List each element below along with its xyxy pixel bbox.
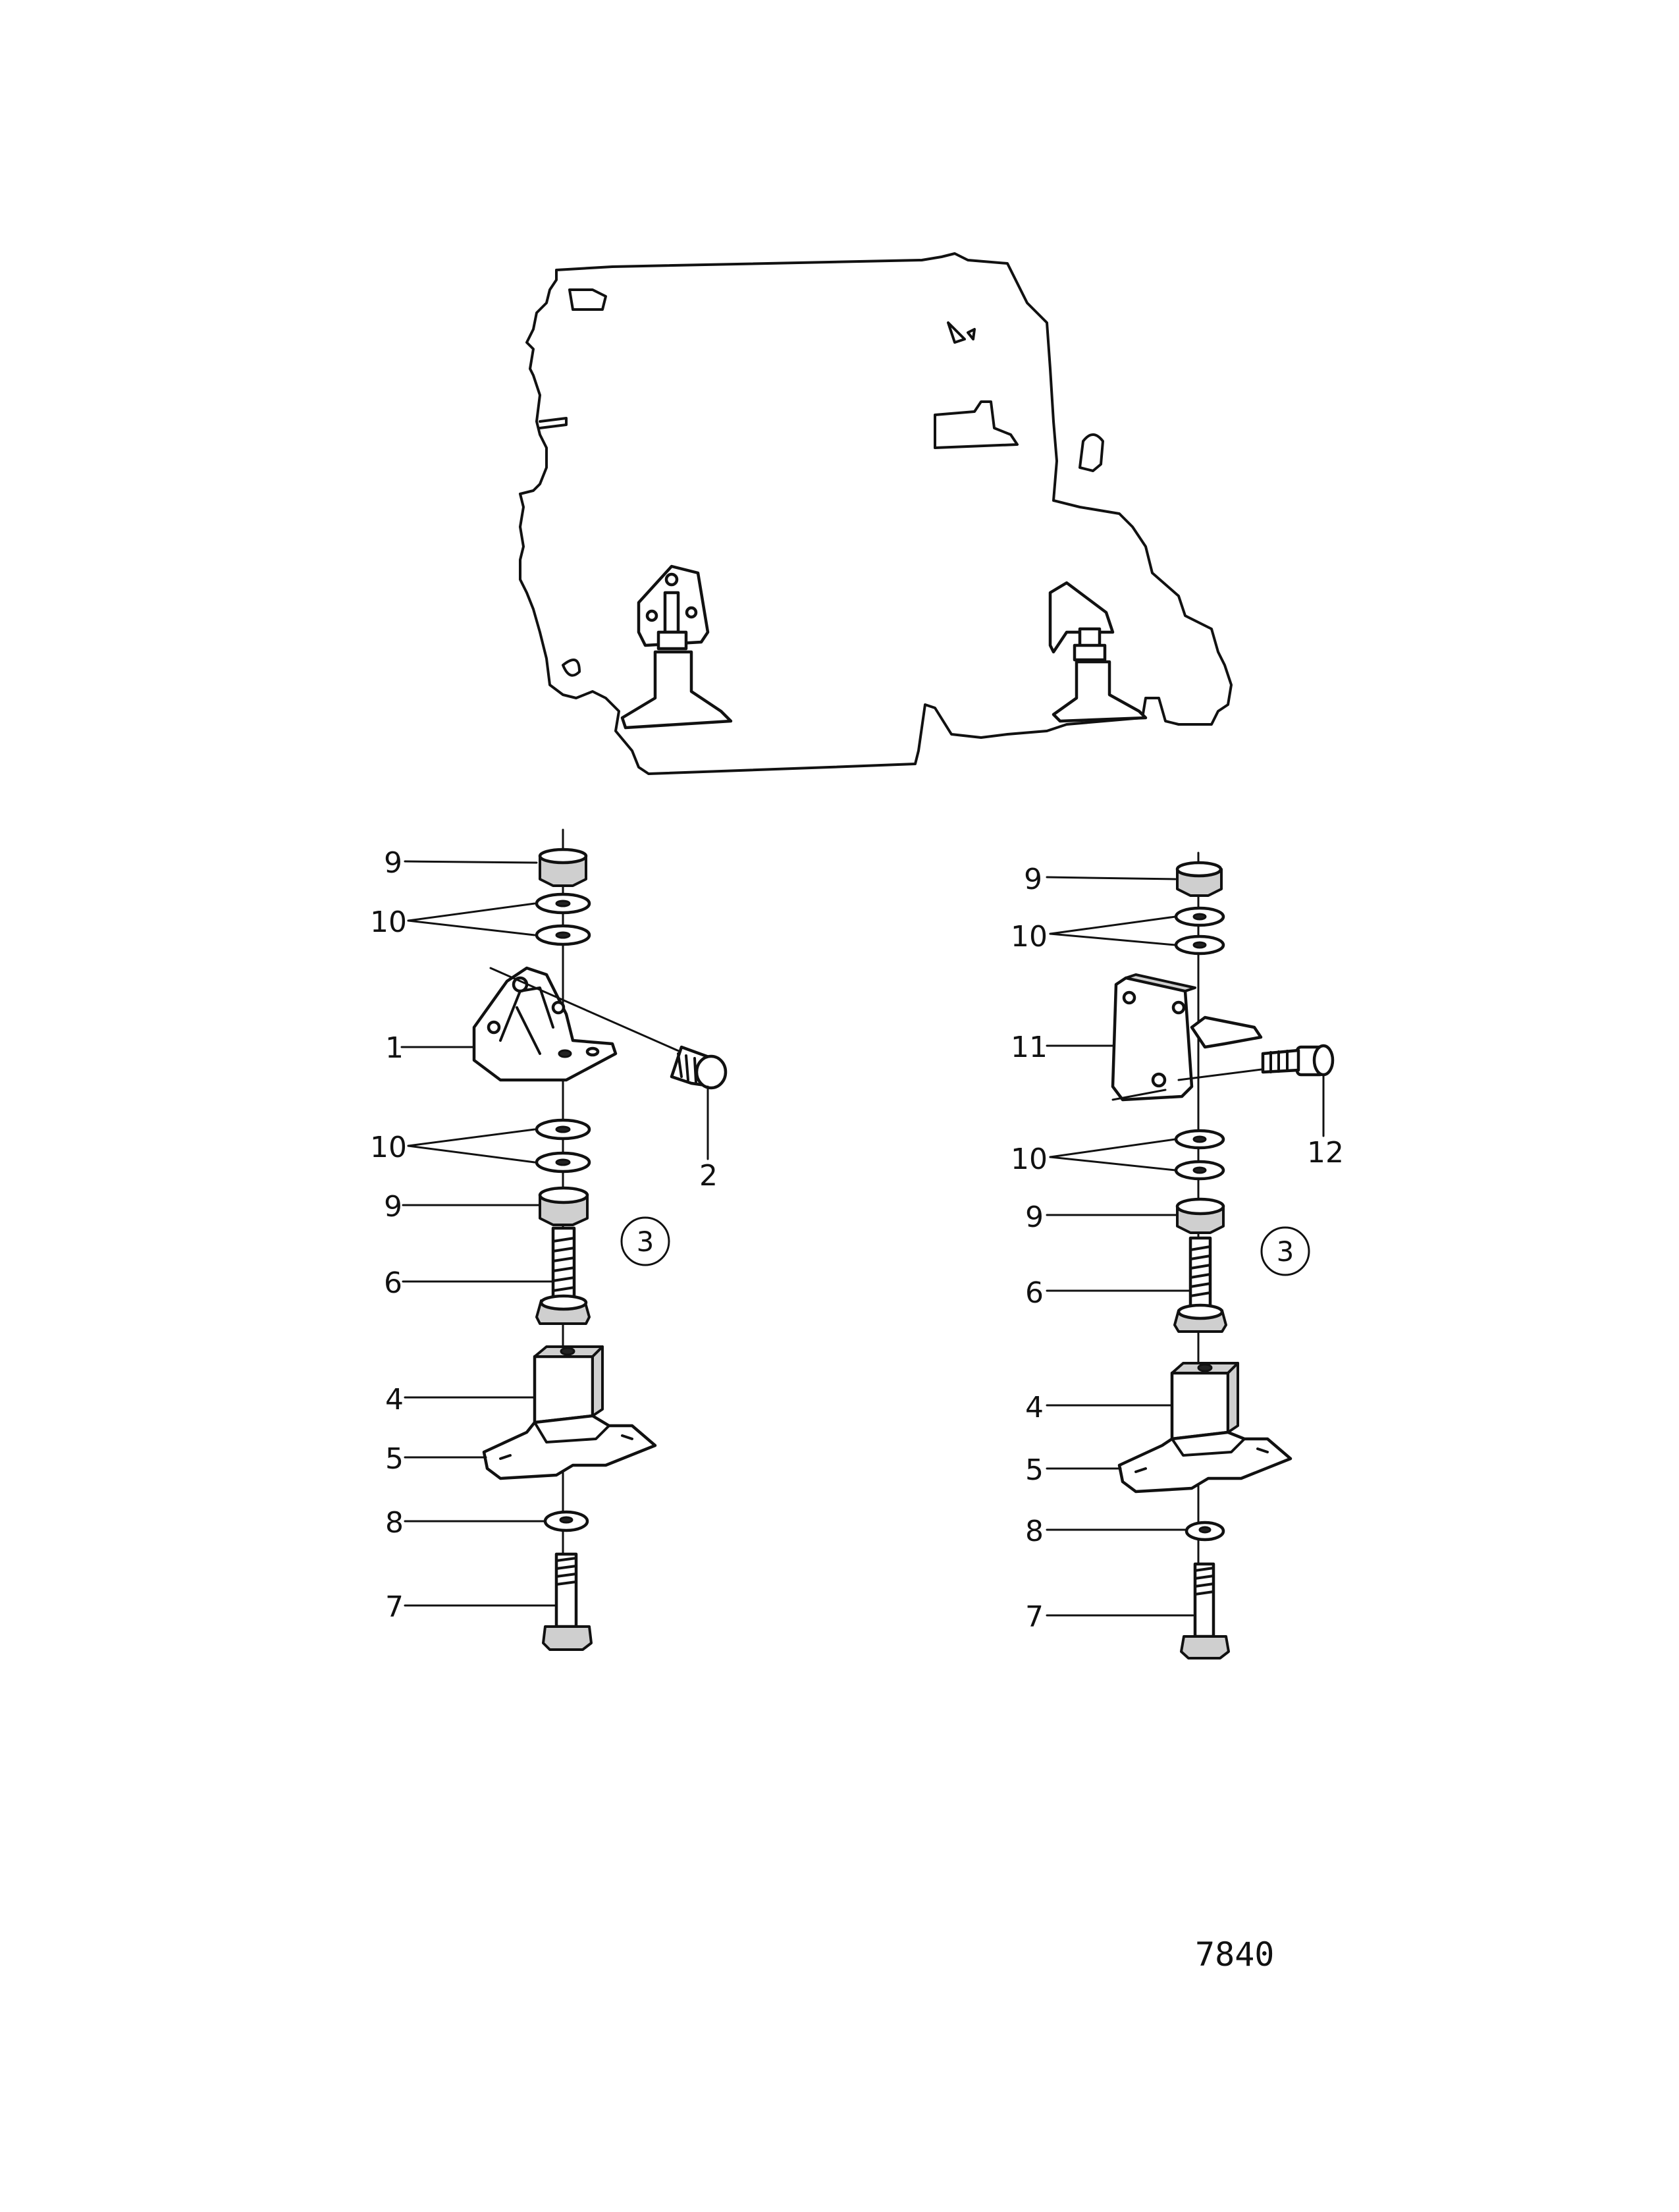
- engine-right-mount: [1048, 581, 1148, 723]
- right-stud: [1173, 1236, 1227, 1333]
- left-top-nut: [538, 848, 588, 887]
- right-bolt-7: [1180, 1562, 1230, 1659]
- right-mount-assembly: 9 10 11 12 10 9 6 4 5 8 7 3: [1011, 851, 1344, 1659]
- left-bolt-2: [489, 967, 728, 1090]
- right-label-10-top: 10: [1011, 920, 1048, 954]
- engine-silhouette: [519, 252, 1233, 775]
- right-bolt-12: [1177, 1044, 1335, 1081]
- left-label-7: 7: [385, 1590, 404, 1624]
- right-leader-lines: [1046, 876, 1325, 1617]
- left-rubber-mount: [482, 1345, 657, 1480]
- left-bolt-7: [542, 1552, 593, 1651]
- right-washer-8: [1185, 1521, 1225, 1542]
- engine-detail-left-oval: [562, 659, 581, 677]
- left-label-2: 2: [699, 1159, 718, 1193]
- right-rubber-mount: [1117, 1362, 1293, 1494]
- engine-dipstick: [1079, 433, 1104, 472]
- left-label-10-top: 10: [370, 905, 407, 939]
- left-lower-nut: [538, 1186, 589, 1226]
- left-label-8: 8: [385, 1506, 404, 1540]
- right-top-nut: [1175, 861, 1223, 897]
- left-leader-lines: [400, 860, 709, 1607]
- left-circled-label: 3: [637, 1226, 654, 1258]
- right-label-11: 11: [1011, 1031, 1048, 1064]
- right-label-10-bottom: 10: [1011, 1143, 1048, 1176]
- engine-overview: [519, 252, 1233, 775]
- left-bracket: [472, 966, 618, 1082]
- right-label-8: 8: [1025, 1515, 1044, 1548]
- left-label-9-top: 9: [384, 846, 402, 880]
- left-stud: [535, 1226, 591, 1325]
- left-label-5: 5: [385, 1442, 404, 1476]
- right-label-5: 5: [1025, 1453, 1044, 1487]
- engine-detail-top-left: [568, 288, 607, 311]
- left-label-4: 4: [385, 1383, 404, 1416]
- engine-detail-right-box: [934, 400, 1019, 449]
- left-label-9-bottom: 9: [384, 1190, 402, 1224]
- engine-detail-triangle: [947, 321, 976, 344]
- engine-detail-left-bar: [539, 417, 568, 429]
- right-label-9-bottom: 9: [1025, 1200, 1044, 1234]
- figure-number: 7840: [1195, 1935, 1274, 1974]
- right-label-4: 4: [1025, 1391, 1044, 1424]
- right-circled-number: [1260, 1226, 1310, 1276]
- left-label-10-bottom: 10: [370, 1131, 407, 1164]
- left-label-1: 1: [385, 1031, 404, 1065]
- left-mount-assembly: 9 10 1 2 10 9 6 4 5 8 7 3: [370, 828, 728, 1651]
- right-label-9-top: 9: [1024, 863, 1042, 896]
- right-label-6: 6: [1025, 1276, 1044, 1310]
- right-circled-label: 3: [1277, 1235, 1294, 1268]
- right-bracket: [1111, 973, 1263, 1102]
- left-circled-number: [620, 1216, 670, 1266]
- left-washer-8: [543, 1510, 589, 1532]
- right-label-7: 7: [1025, 1600, 1044, 1634]
- left-label-6: 6: [384, 1266, 402, 1300]
- engine-left-mount: [620, 564, 733, 730]
- right-label-12: 12: [1307, 1136, 1344, 1170]
- right-lower-nut: [1175, 1197, 1225, 1234]
